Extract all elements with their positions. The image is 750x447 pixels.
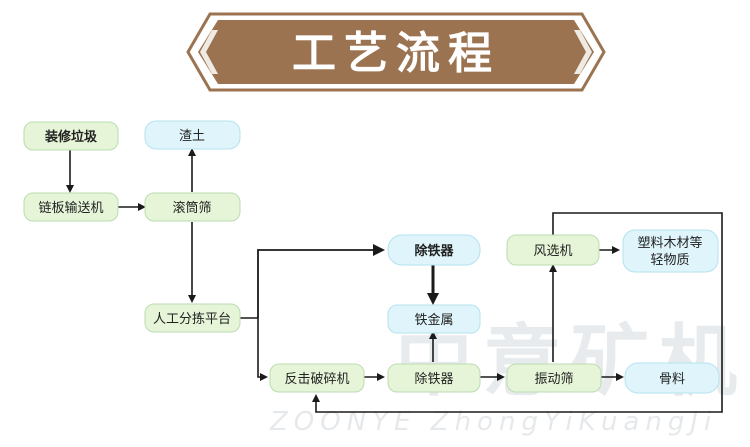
node-guntong-label: 滚筒筛 — [172, 200, 211, 216]
banner-left-chevron — [200, 30, 218, 74]
node-chutie-mid-label: 除铁器 — [414, 372, 453, 387]
page-title: 工艺流程 — [292, 28, 500, 79]
node-lianban-label: 链板输送机 — [38, 200, 103, 216]
title-banner: 工艺流程 — [186, 12, 606, 92]
node-tiejinshu: 铁金属 — [387, 304, 481, 334]
node-guntong: 滚筒筛 — [144, 192, 241, 222]
node-suliao: 塑料木材等 轻物质 — [622, 229, 719, 273]
banner-fill — [198, 20, 594, 84]
node-suliao-label-line2: 轻物质 — [650, 253, 689, 268]
banner-outer — [186, 12, 606, 92]
node-chutie-top: 除铁器 — [387, 234, 481, 266]
node-zhuangxiu: 装修垃圾 — [23, 121, 119, 151]
node-zhuangxiu-label: 装修垃圾 — [44, 129, 98, 145]
node-chutie-mid: 除铁器 — [387, 363, 481, 393]
banner-right-chevron — [574, 30, 592, 74]
node-zhendong: 振动筛 — [506, 363, 602, 393]
node-guliao: 骨料 — [624, 362, 720, 394]
node-rengong-label: 人工分拣平台 — [153, 312, 231, 327]
connectors — [66, 148, 723, 413]
node-fengxuan-label: 风选机 — [533, 244, 572, 259]
node-lianban: 链板输送机 — [23, 192, 119, 222]
node-fanji: 反击破碎机 — [269, 363, 365, 393]
node-suliao-label-line1: 塑料木材等 — [637, 235, 702, 251]
arrow-return-loop — [312, 212, 723, 413]
node-zhatu-label: 渣土 — [179, 129, 205, 144]
node-tiejinshu-label: 铁金属 — [414, 312, 453, 328]
node-fanji-label: 反击破碎机 — [284, 372, 349, 387]
arrow-junction-to-chutie-top — [257, 244, 385, 318]
node-fengxuan: 风选机 — [506, 234, 600, 266]
node-rengong: 人工分拣平台 — [144, 303, 241, 333]
line-rengong-to-junction — [240, 317, 268, 381]
node-guliao-label: 骨料 — [659, 372, 685, 387]
node-chutie-top-label: 除铁器 — [414, 243, 454, 259]
nodes: 装修垃圾 渣土 链板输送机 滚筒筛 人工分拣平台 除铁器 铁金属 风选机 — [23, 120, 720, 394]
node-zhendong-label: 振动筛 — [534, 372, 573, 387]
node-zhatu: 渣土 — [144, 120, 241, 150]
